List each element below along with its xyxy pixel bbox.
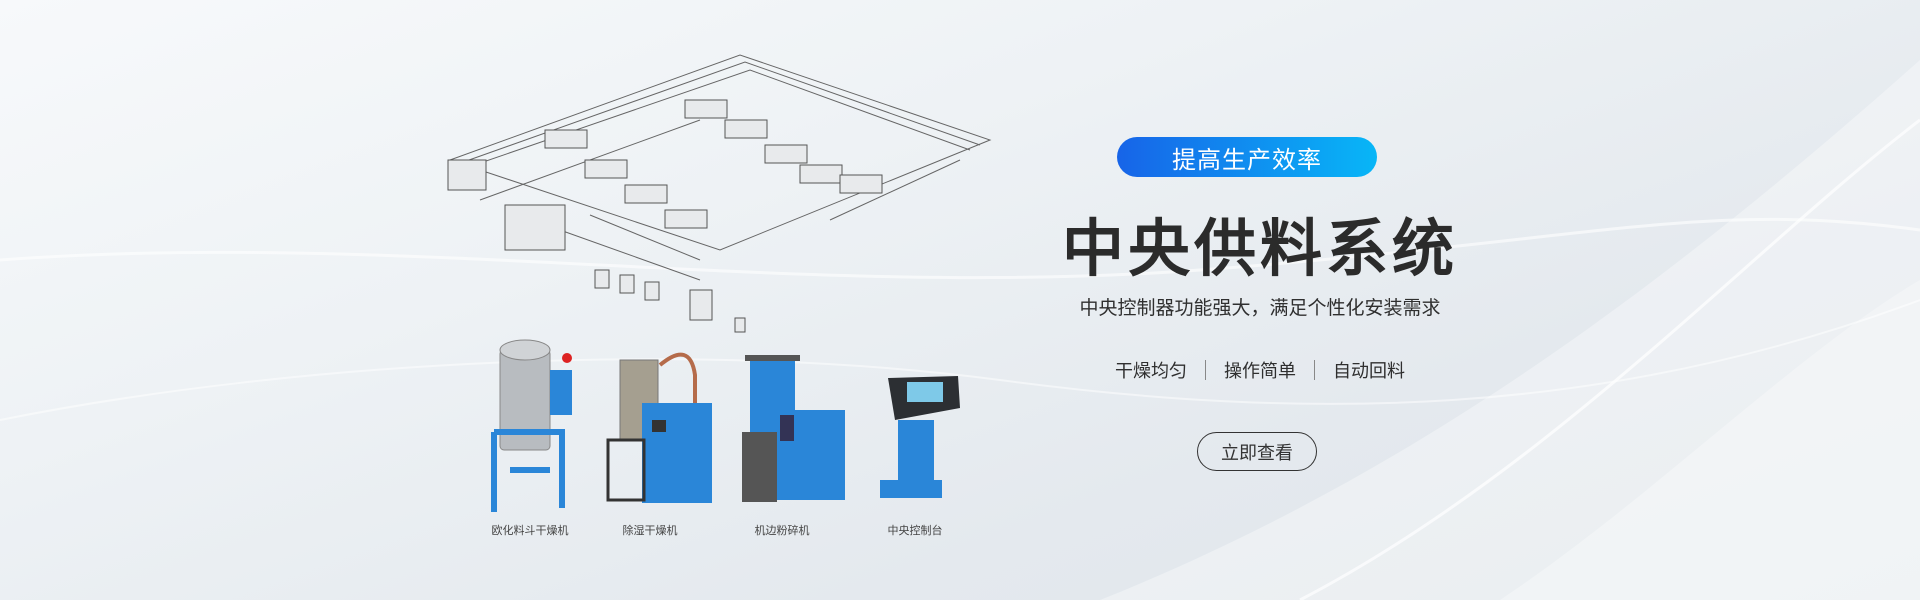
product-label: 欧化料斗干燥机 [491,524,569,537]
feature-item: 干燥均匀 [1115,361,1187,382]
divider [1314,360,1315,380]
granulator-image [742,355,845,502]
view-now-button[interactable]: 立即查看 [1197,432,1317,471]
subtitle: 中央控制器功能强大，满足个性化安装需求 [1079,297,1441,319]
hopper-dryer-image [491,339,572,512]
product-label: 除湿干燥机 [622,524,678,537]
feature-item: 操作简单 [1224,361,1296,382]
feature-item: 自动回料 [1333,361,1405,382]
divider [1205,360,1206,380]
central-control-console-image [880,376,960,498]
tag-badge: 提高生产效率 [1117,137,1377,177]
product-label: 机边粉碎机 [754,524,810,537]
feature-list: 干燥均匀 操作简单 自动回料 [1040,357,1480,383]
page-title: 中央供料系统 [1061,212,1458,285]
dehumidifying-dryer-image [606,352,712,503]
product-label: 中央控制台 [887,524,943,537]
